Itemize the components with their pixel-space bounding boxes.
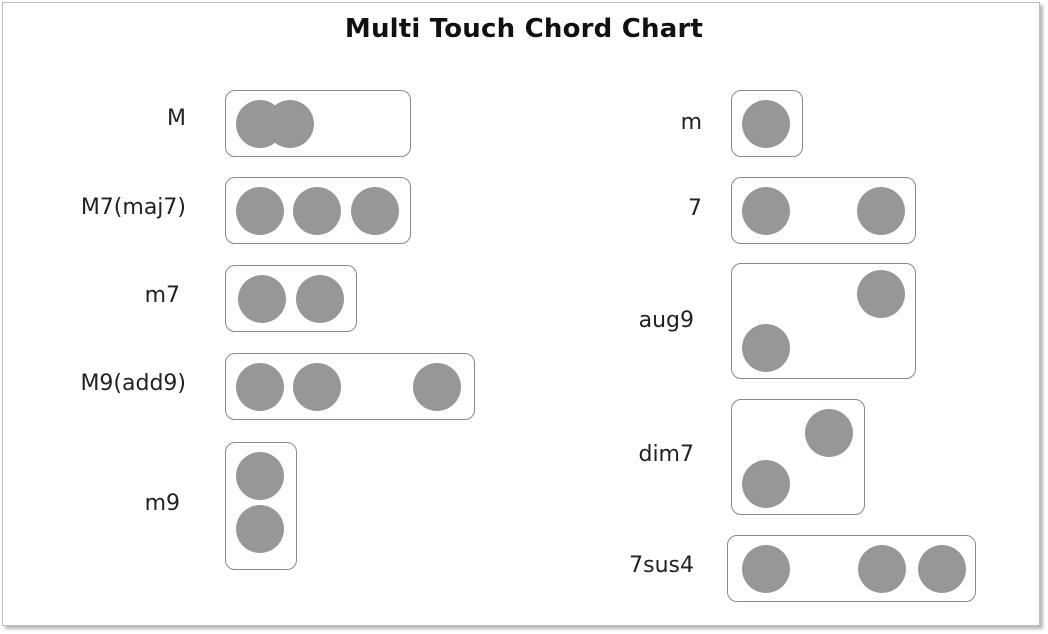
chord-box-M xyxy=(225,90,411,157)
touch-dot xyxy=(857,187,905,235)
touch-dot xyxy=(858,545,906,593)
chord-box-dim7 xyxy=(731,399,865,515)
touch-dot xyxy=(236,187,284,235)
touch-dot xyxy=(293,187,341,235)
touch-dot xyxy=(296,275,344,323)
chord-label-dim7: dim7 xyxy=(638,442,694,467)
chord-box-7 xyxy=(731,177,916,244)
touch-dot xyxy=(805,409,853,457)
chord-box-7sus4 xyxy=(727,535,976,602)
chord-box-m9 xyxy=(225,442,297,570)
chord-label-m9: m9 xyxy=(144,491,180,516)
chord-box-m7 xyxy=(225,265,357,332)
chord-label-aug9: aug9 xyxy=(638,308,694,333)
touch-dot xyxy=(857,270,905,318)
chord-label-7: 7 xyxy=(688,196,702,221)
chord-box-m xyxy=(731,90,803,157)
touch-dot xyxy=(742,324,790,372)
touch-dot xyxy=(236,363,284,411)
chord-box-aug9 xyxy=(731,263,916,379)
chord-label-M: M xyxy=(167,106,186,131)
touch-dot xyxy=(293,363,341,411)
touch-dot xyxy=(236,452,284,500)
chord-box-M7-maj7 xyxy=(225,177,411,244)
touch-dot xyxy=(742,187,790,235)
chord-label-7sus4: 7sus4 xyxy=(629,553,694,578)
touch-dot xyxy=(236,505,284,553)
chord-label-M7-maj7: M7(maj7) xyxy=(80,195,186,220)
chord-label-m7: m7 xyxy=(144,283,180,308)
touch-dot xyxy=(742,100,790,148)
chord-label-M9-add9: M9(add9) xyxy=(80,371,186,396)
touch-dot xyxy=(413,363,461,411)
touch-dot xyxy=(351,187,399,235)
touch-dot xyxy=(742,545,790,593)
touch-dot xyxy=(266,100,314,148)
touch-dot xyxy=(238,275,286,323)
touch-dot xyxy=(742,460,790,508)
touch-dot xyxy=(918,545,966,593)
chord-label-m: m xyxy=(680,110,702,135)
chart-title: Multi Touch Chord Chart xyxy=(344,14,704,44)
chord-box-M9-add9 xyxy=(225,353,475,420)
